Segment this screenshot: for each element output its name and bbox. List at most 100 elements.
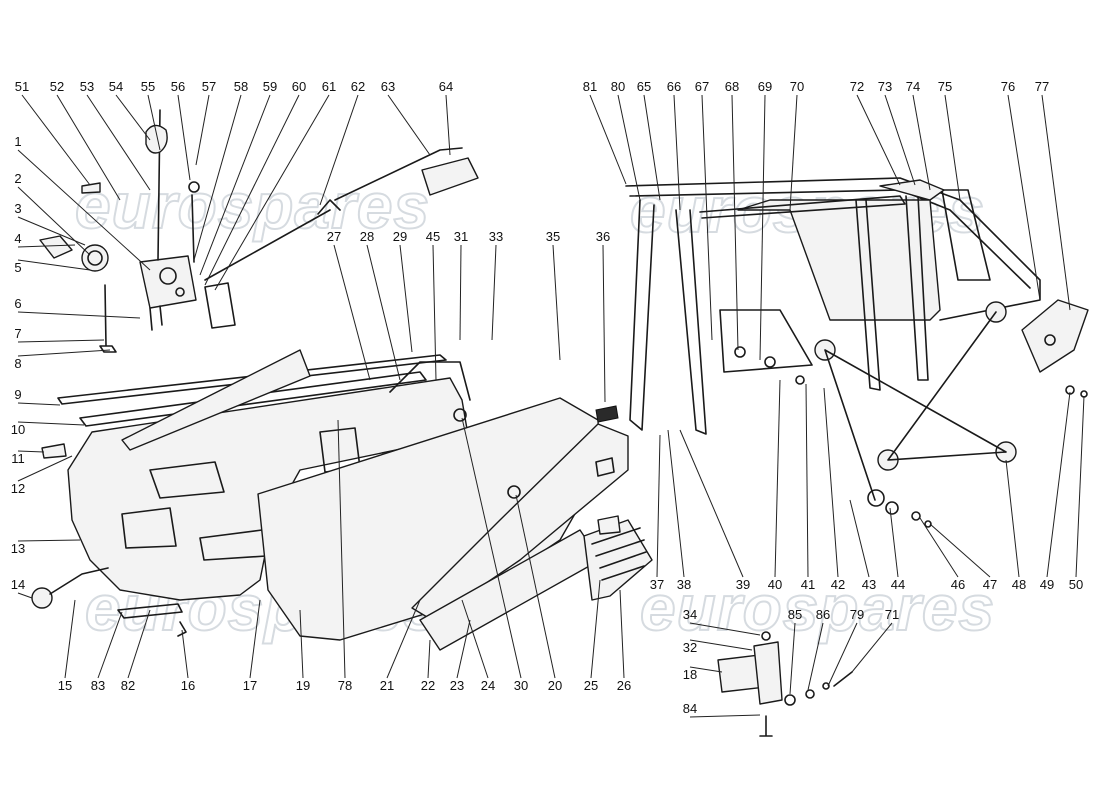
leader-line-24: [461, 599, 489, 679]
part-label-35: 35: [546, 229, 560, 244]
part-label-48: 48: [1012, 577, 1026, 592]
part-label-71: 71: [885, 607, 899, 622]
part-label-44: 44: [891, 577, 905, 592]
part-label-75: 75: [938, 79, 952, 94]
leader-line-39: [679, 429, 744, 578]
leader-line-18: [689, 666, 723, 673]
leader-line-45: [432, 244, 437, 381]
leader-line-41: [805, 383, 809, 578]
leader-line-11: [17, 450, 45, 453]
part-label-49: 49: [1040, 577, 1054, 592]
leader-line-44: [889, 507, 899, 578]
part-label-45: 45: [426, 229, 440, 244]
leader-line-19: [299, 609, 304, 679]
leader-line-78: [337, 419, 346, 679]
leader-line-43: [849, 499, 870, 578]
leader-line-63: [387, 94, 431, 156]
part-label-54: 54: [109, 79, 123, 94]
part-label-38: 38: [677, 577, 691, 592]
leader-line-82: [127, 609, 151, 679]
leader-line-33: [491, 244, 497, 341]
part-label-43: 43: [862, 577, 876, 592]
part-label-37: 37: [650, 577, 664, 592]
part-label-8: 8: [14, 356, 21, 371]
leader-line-83: [97, 611, 123, 679]
window-frame-assembly: [625, 177, 1041, 435]
part-label-24: 24: [481, 678, 495, 693]
part-label-56: 56: [171, 79, 185, 94]
leader-line-27: [333, 244, 371, 381]
leader-line-48: [1005, 459, 1020, 578]
part-label-9: 9: [14, 387, 21, 402]
leader-line-15: [64, 599, 76, 679]
part-label-3: 3: [14, 201, 21, 216]
leader-line-5: [17, 259, 91, 271]
door-lower-parts: [31, 567, 187, 637]
leader-line-1: [17, 149, 151, 271]
part-label-72: 72: [850, 79, 864, 94]
leader-line-64: [445, 94, 451, 156]
part-label-50: 50: [1069, 577, 1083, 592]
door-hinge: [717, 631, 853, 737]
leader-line-13: [17, 539, 81, 542]
part-label-12: 12: [11, 481, 25, 496]
leader-line-68: [731, 94, 739, 351]
leader-line-34: [689, 622, 761, 636]
part-label-52: 52: [50, 79, 64, 94]
leader-line-9: [17, 402, 61, 406]
leader-line-40: [774, 379, 781, 578]
part-label-60: 60: [292, 79, 306, 94]
leader-line-52: [56, 94, 121, 201]
part-label-18: 18: [683, 667, 697, 682]
part-label-31: 31: [454, 229, 468, 244]
leader-line-10: [17, 421, 85, 426]
part-label-81: 81: [583, 79, 597, 94]
watermark-top-left: eurospares: [75, 170, 430, 242]
leader-line-80: [617, 94, 641, 201]
part-label-39: 39: [736, 577, 750, 592]
part-label-25: 25: [584, 678, 598, 693]
part-label-29: 29: [393, 229, 407, 244]
part-label-51: 51: [15, 79, 29, 94]
part-label-80: 80: [611, 79, 625, 94]
leader-line-77: [1041, 94, 1071, 311]
leader-line-22: [427, 639, 431, 679]
leader-line-65: [643, 94, 661, 201]
leader-line-31: [459, 244, 462, 341]
window-regulator: [734, 299, 1089, 528]
part-label-55: 55: [141, 79, 155, 94]
leader-line-42: [823, 387, 839, 578]
leader-line-17: [249, 599, 261, 679]
leader-line-72: [856, 94, 901, 186]
leader-line-21: [386, 599, 421, 679]
leader-line-59: [199, 94, 271, 276]
part-label-22: 22: [421, 678, 435, 693]
leader-line-47: [929, 523, 991, 578]
leader-line-51: [21, 94, 91, 186]
part-label-33: 33: [489, 229, 503, 244]
leader-line-62: [319, 94, 359, 206]
leader-line-4: [17, 244, 76, 248]
leader-line-86: [807, 622, 824, 691]
part-label-28: 28: [360, 229, 374, 244]
part-label-2: 2: [14, 171, 21, 186]
leader-line-37: [656, 434, 661, 578]
leader-line-71: [851, 622, 893, 673]
part-label-82: 82: [121, 678, 135, 693]
watermark-bottom-right: eurospares: [640, 572, 995, 644]
leader-line-75: [944, 94, 961, 201]
part-label-76: 76: [1001, 79, 1015, 94]
leader-line-70: [789, 94, 798, 211]
part-label-5: 5: [14, 260, 21, 275]
part-label-21: 21: [380, 678, 394, 693]
part-label-42: 42: [831, 577, 845, 592]
leader-line-54: [115, 94, 151, 141]
part-label-13: 13: [11, 541, 25, 556]
leader-line-56: [177, 94, 191, 181]
part-label-19: 19: [296, 678, 310, 693]
part-label-68: 68: [725, 79, 739, 94]
part-label-47: 47: [983, 577, 997, 592]
part-label-34: 34: [683, 607, 697, 622]
leader-line-29: [399, 244, 413, 353]
